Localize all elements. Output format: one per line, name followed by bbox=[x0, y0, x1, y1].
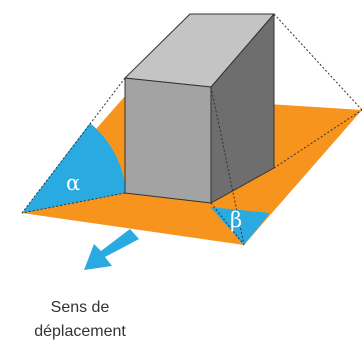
lashing-ropes bbox=[21, 13, 363, 246]
rope-base-beta bbox=[210, 202, 245, 246]
caption-line-2: déplacement bbox=[34, 323, 126, 340]
rope-left-base bbox=[21, 192, 126, 214]
angle-alpha-label: α bbox=[66, 171, 80, 195]
rope-top-right bbox=[273, 13, 363, 111]
rope-side-right bbox=[273, 109, 363, 169]
rope-diagonal-beta bbox=[210, 86, 245, 246]
direction-arrow bbox=[84, 229, 139, 270]
angle-beta-label: β bbox=[230, 208, 242, 232]
angle-alpha-wedge bbox=[22, 123, 126, 213]
box-front-face bbox=[124, 77, 212, 204]
caption-line-1: Sens de bbox=[51, 299, 110, 316]
rope-left-upper bbox=[21, 77, 126, 214]
